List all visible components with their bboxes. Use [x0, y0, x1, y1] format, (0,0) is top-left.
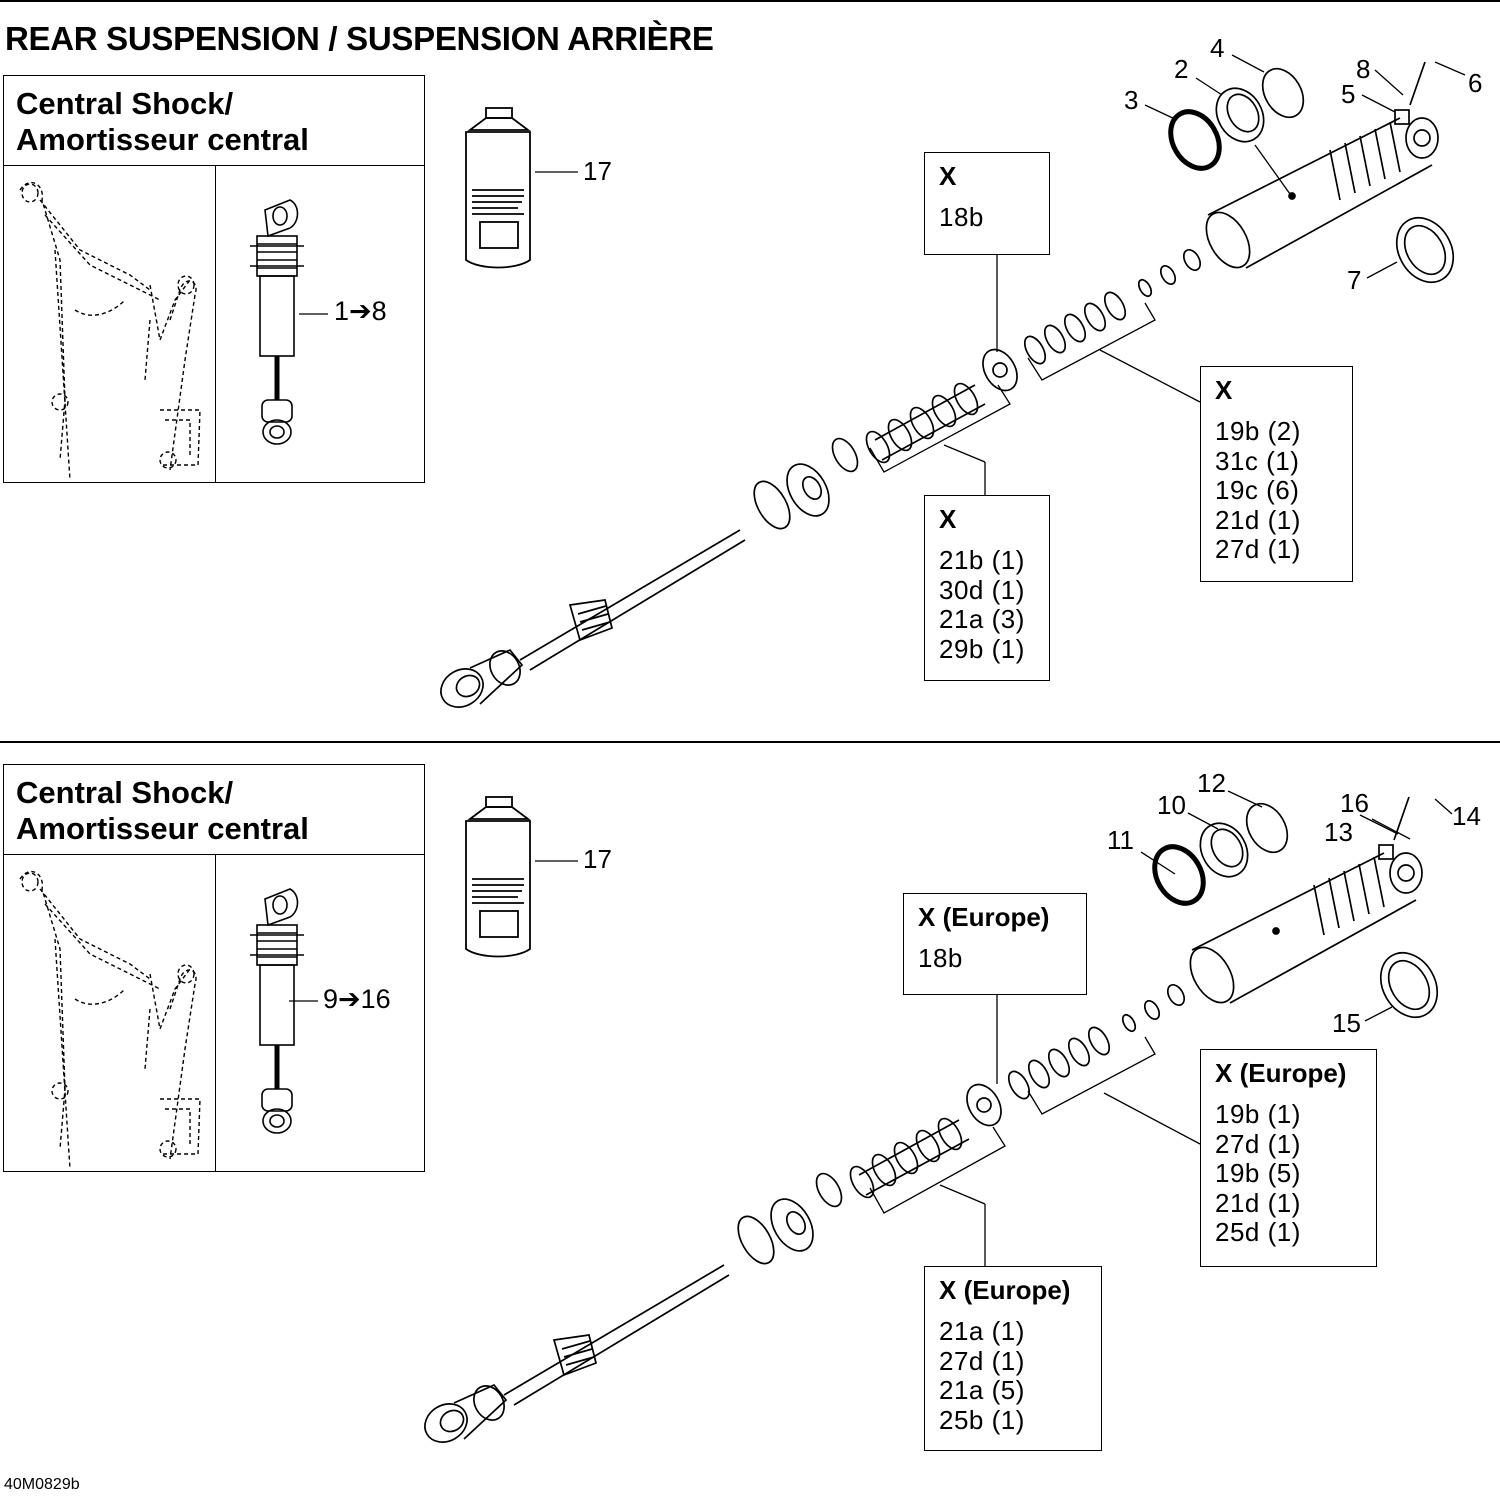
kit-box-18b-europe: X (Europe) 18b — [903, 893, 1087, 995]
kit-item: 21a (1) — [939, 1316, 1025, 1346]
section-2-artwork — [19, 790, 1453, 1450]
callout-2: 2 — [1174, 54, 1189, 84]
inset-title-line2: Amortisseur central — [16, 122, 309, 157]
inset-title: Central Shock/ Amortisseur central — [4, 76, 424, 166]
callout-3: 3 — [1124, 85, 1139, 115]
kit-item: 21a (5) — [939, 1375, 1025, 1405]
top-rule — [0, 0, 1500, 2]
kit-box-upper-springs-europe: X (Europe) 19b (1) 27d (1) 19b (5) 21d (… — [1200, 1049, 1377, 1267]
kit-item: 25d (1) — [1215, 1217, 1301, 1247]
kit-item: 27d (1) — [1215, 1128, 1301, 1159]
callout-12: 12 — [1197, 768, 1226, 798]
callout-13: 13 — [1324, 817, 1353, 847]
inset-panel-bottom: Central Shock/ Amortisseur central — [3, 764, 425, 1172]
callout-17: 17 — [583, 156, 612, 186]
kit-box-18b: X 18b — [924, 152, 1050, 255]
callout-5: 5 — [1341, 79, 1356, 109]
inset-body — [4, 166, 424, 482]
kit-item: 30d (1) — [939, 574, 1025, 605]
kit-item: 21d (1) — [1215, 504, 1301, 535]
kit-item: 19c (6) — [1215, 475, 1300, 505]
inset-title: Central Shock/ Amortisseur central — [4, 765, 424, 855]
inset-title-line1: Central Shock/ — [16, 86, 234, 121]
inset-body — [4, 855, 424, 1171]
callout-15: 15 — [1332, 1008, 1361, 1038]
kit-item: 31c (1) — [1215, 445, 1300, 476]
callout-16: 16 — [1340, 788, 1369, 818]
kit-item: 21d (1) — [1215, 1187, 1301, 1218]
kit-item: 29b (1) — [939, 633, 1025, 664]
callout-11: 11 — [1107, 825, 1134, 855]
kit-box-lower-springs-europe: X (Europe) 21a (1) 27d (1) 21a (5) 25b (… — [924, 1266, 1102, 1451]
inset-panel-top: Central Shock/ Amortisseur central — [3, 75, 425, 483]
kit-item: 18b — [918, 943, 963, 973]
kit-box-upper-springs: X 19b (2) 31c (1) 19c (6) 21d (1) 27d (1… — [1200, 366, 1353, 582]
kit-item: 27d (1) — [1215, 534, 1301, 564]
kit-header: X (Europe) — [939, 1275, 1071, 1305]
section-divider — [0, 741, 1500, 743]
page-title: REAR SUSPENSION / SUSPENSION ARRIÈRE — [5, 20, 714, 57]
kit-header: X (Europe) — [918, 902, 1050, 932]
callout-10: 10 — [1157, 790, 1186, 820]
kit-item: 18b — [939, 202, 984, 232]
callout-14: 14 — [1452, 801, 1481, 831]
kit-item: 21b (1) — [939, 545, 1025, 575]
kit-item: 19b (2) — [1215, 416, 1301, 446]
callout-17-europe: 17 — [583, 844, 612, 874]
kit-item: 19b (5) — [1215, 1158, 1301, 1188]
inset-title-line2: Amortisseur central — [16, 811, 309, 846]
inset-divider — [215, 855, 216, 1171]
inset-range-label: 1➔8 — [334, 296, 387, 326]
inset-title-line1: Central Shock/ — [16, 775, 234, 810]
kit-header: X — [939, 161, 957, 191]
kit-header: X (Europe) — [1215, 1058, 1347, 1088]
kit-header: X — [1215, 375, 1233, 405]
kit-item: 21a (3) — [939, 604, 1025, 634]
callout-8: 8 — [1356, 54, 1371, 84]
callout-7: 7 — [1347, 265, 1362, 295]
drawing-code: 40M0829b — [4, 1476, 80, 1493]
kit-item: 25b (1) — [939, 1404, 1025, 1435]
inset-divider — [215, 166, 216, 482]
callout-4: 4 — [1210, 33, 1225, 63]
section-1-artwork — [19, 54, 1465, 715]
kit-item: 19b (1) — [1215, 1099, 1301, 1129]
kit-box-lower-springs: X 21b (1) 30d (1) 21a (3) 29b (1) — [924, 495, 1050, 681]
kit-item: 27d (1) — [939, 1345, 1025, 1376]
inset-range-label: 9➔16 — [323, 984, 391, 1014]
kit-header: X — [939, 504, 957, 534]
callout-6: 6 — [1468, 68, 1483, 98]
